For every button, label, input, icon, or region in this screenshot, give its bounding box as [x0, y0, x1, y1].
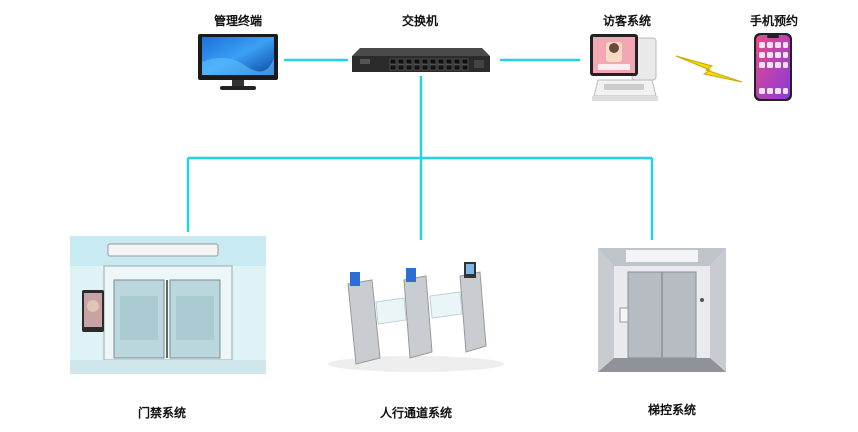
door-access-image: [70, 236, 266, 374]
switch-icon: [350, 46, 492, 76]
phone-icon: [752, 32, 794, 102]
label-turnstile: 人行通道系统: [379, 406, 453, 420]
label-visitor: 访客系统: [602, 14, 652, 28]
elevator-image: [598, 248, 726, 372]
label-phone: 手机预约: [749, 14, 799, 28]
lightning-icon: [674, 52, 744, 86]
label-elevator: 梯控系统: [647, 403, 697, 417]
label-door: 门禁系统: [137, 406, 187, 420]
turnstile-image: [320, 240, 512, 374]
label-management: 管理终端: [213, 14, 263, 28]
visitor-kiosk-icon: [584, 30, 660, 104]
monitor-icon: [196, 32, 280, 92]
label-switch: 交换机: [401, 14, 439, 28]
